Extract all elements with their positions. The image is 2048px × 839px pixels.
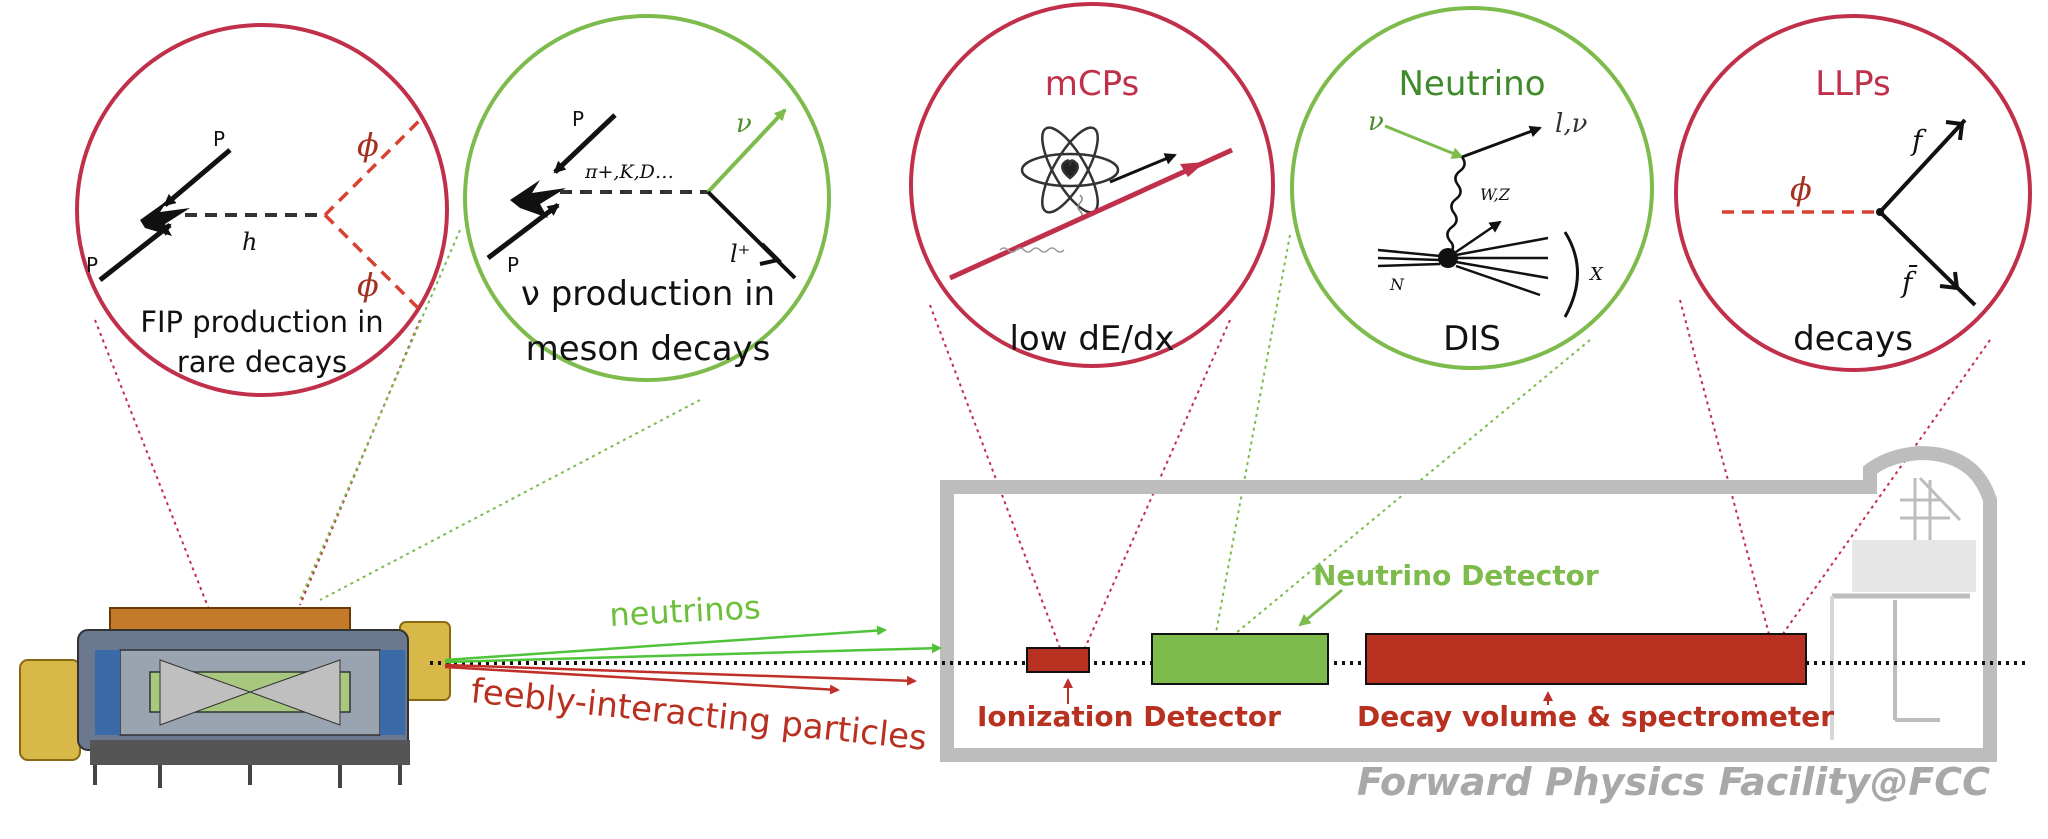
- label-wz: W,Z: [1480, 185, 1511, 204]
- circle-title-neutrino: Neutrino: [1398, 64, 1545, 104]
- label-h: h: [242, 228, 257, 256]
- label-p-bottom: P: [507, 253, 519, 277]
- facility-cavern: [940, 445, 1997, 762]
- circle-nu-production: P P π+,K,D… ν l⁺ ν production in meson d…: [463, 14, 831, 382]
- circle-llps: LLPs ϕ f f̄ decays: [1674, 14, 2032, 372]
- caption-llps: decays: [1793, 319, 1913, 359]
- circle-title-llps: LLPs: [1815, 64, 1891, 104]
- caption-mcps: low dE/dx: [1009, 319, 1174, 359]
- label-nu: ν: [1368, 107, 1384, 137]
- circle-mcps: mCPs low dE/dx: [909, 2, 1275, 368]
- label-x: X: [1588, 264, 1604, 285]
- label-out: l,ν: [1555, 109, 1588, 139]
- label-ionization-detector: Ionization Detector: [977, 700, 1281, 733]
- label-phi: ϕ: [1790, 170, 1812, 208]
- label-nu: ν: [736, 109, 752, 139]
- caption-fip-line1: FIP production in: [140, 305, 383, 339]
- caption-nu-line2: meson decays: [526, 329, 771, 369]
- caption-nu-line1: ν production in: [521, 274, 775, 314]
- label-lepton: l⁺: [730, 240, 750, 268]
- neutrino-detector-box: [1151, 633, 1329, 685]
- label-p-top: P: [213, 127, 225, 151]
- caption-neutrino: DIS: [1443, 319, 1501, 359]
- circle-neutrino: Neutrino ν l,ν W,Z N X DIS: [1290, 6, 1654, 370]
- circle-title-mcps: mCPs: [1045, 64, 1139, 104]
- label-neutrino-detector: Neutrino Detector: [1313, 559, 1599, 592]
- label-p-top: P: [572, 107, 584, 131]
- label-decay-volume: Decay volume & spectrometer: [1357, 700, 1834, 733]
- ionization-detector-box: [1026, 647, 1090, 673]
- circle-fip-production: P P h ϕ ϕ FIP production in rare decays: [75, 23, 449, 397]
- decay-volume-box: [1365, 633, 1807, 685]
- caption-fip-line2: rare decays: [177, 345, 347, 379]
- label-mesons: π+,K,D…: [584, 161, 674, 183]
- collider-detector: [19, 607, 451, 788]
- label-phi-bottom: ϕ: [357, 266, 379, 304]
- label-phi-top: ϕ: [357, 126, 379, 164]
- particle-arrows: [444, 625, 942, 695]
- facility-title: Forward Physics Facility@FCC: [1357, 760, 1990, 804]
- label-neutrinos: neutrinos: [608, 588, 761, 634]
- label-p-bottom: P: [86, 253, 98, 277]
- label-n: N: [1389, 275, 1405, 294]
- label-fips: feebly-interacting particles: [469, 671, 929, 759]
